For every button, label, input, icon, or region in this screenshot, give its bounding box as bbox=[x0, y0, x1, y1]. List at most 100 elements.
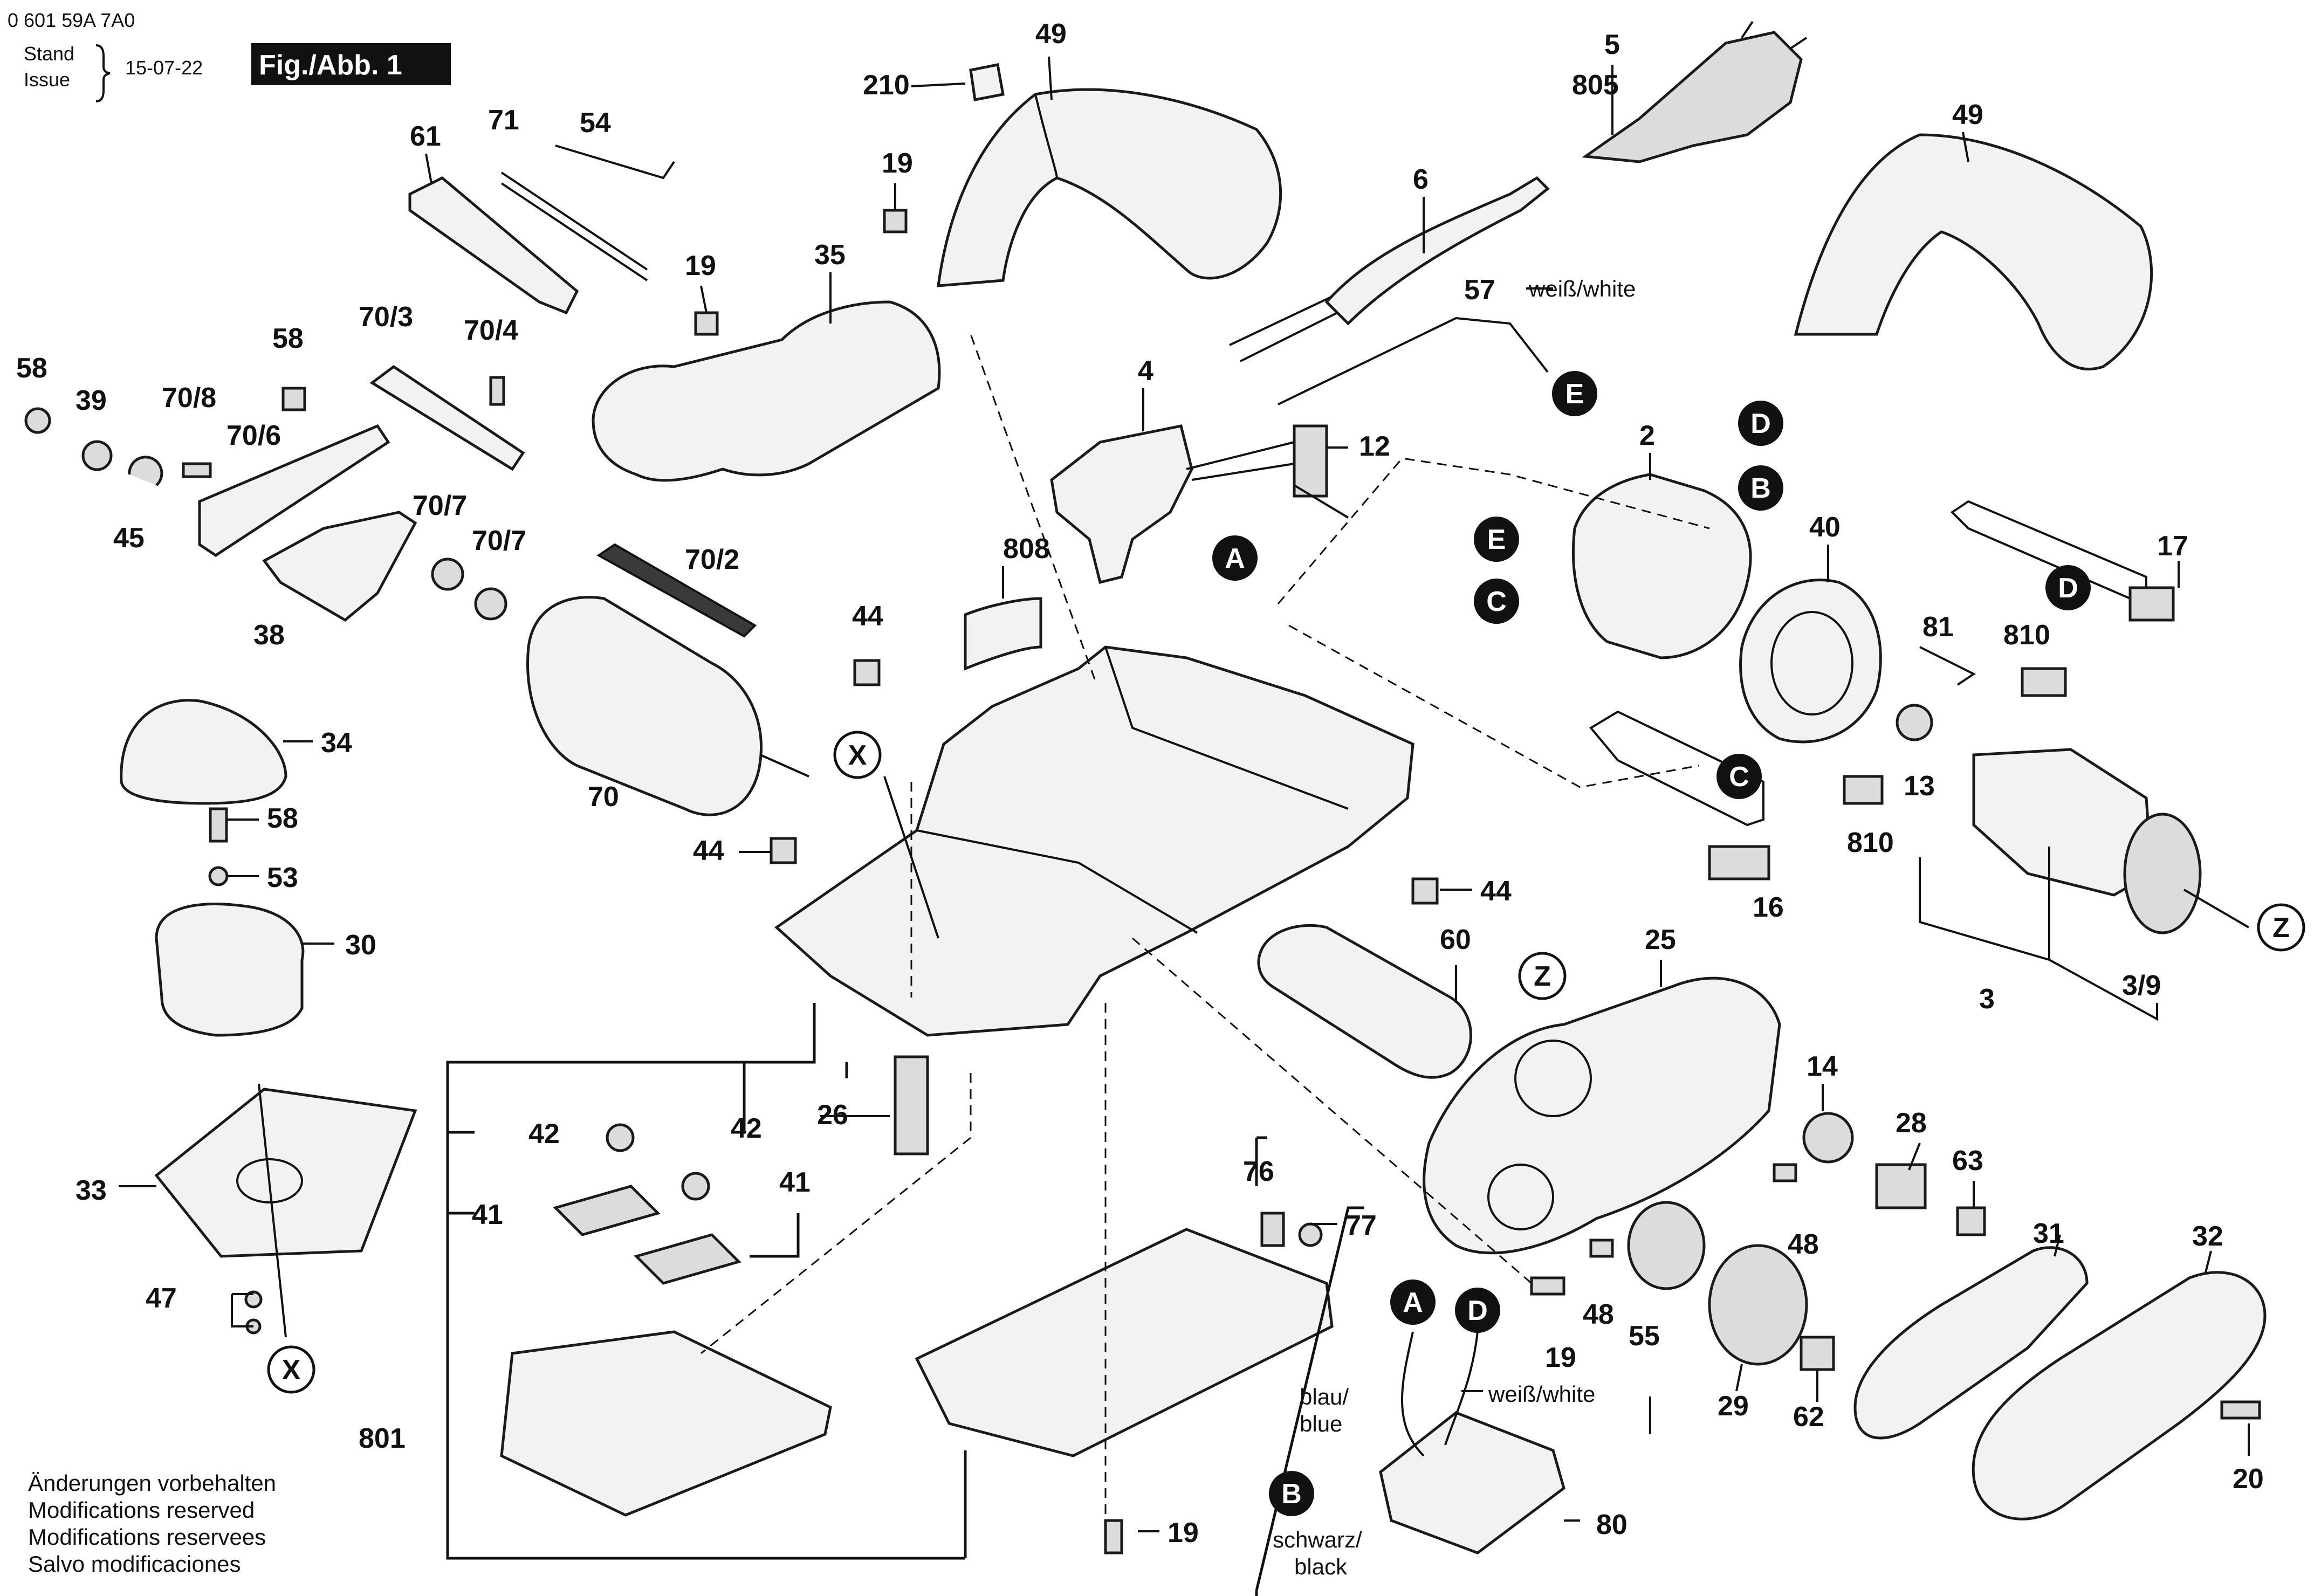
callout-702: 70/2 bbox=[685, 544, 739, 575]
callout-19a: 19 bbox=[882, 148, 913, 179]
stand-label: Stand bbox=[24, 43, 74, 65]
marker-z1: Z bbox=[2257, 903, 2305, 952]
leader-32 bbox=[2205, 1250, 2212, 1273]
handle-top-part bbox=[937, 88, 1282, 287]
handle-top-edge bbox=[1034, 94, 1058, 178]
callouts: 49 210 5 805 49 19 6 61 71 54 19 35 57 w… bbox=[16, 18, 2264, 1549]
bearing-13 bbox=[1896, 704, 1933, 741]
callout-40: 40 bbox=[1809, 512, 1841, 543]
screw-42a bbox=[606, 1123, 635, 1152]
washer-53 bbox=[208, 866, 229, 886]
leader-3 bbox=[1919, 847, 2158, 1021]
plug-pin-2 bbox=[1789, 37, 1808, 50]
figure-label: Fig./Abb. 1 bbox=[259, 50, 402, 81]
svg-text:Z: Z bbox=[1534, 961, 1551, 992]
belt-cover-25-part bbox=[1423, 976, 1781, 1255]
axis-dash-2 bbox=[1277, 457, 1710, 604]
callout-61: 61 bbox=[410, 121, 441, 152]
leader-31 bbox=[2054, 1234, 2061, 1257]
callout-14: 14 bbox=[1807, 1051, 1838, 1082]
marker-b2: B bbox=[1269, 1471, 1314, 1516]
pulley-28 bbox=[1875, 1163, 1927, 1209]
callout-77: 77 bbox=[1345, 1210, 1377, 1241]
brush-810b bbox=[1843, 775, 1884, 805]
callout-58a: 58 bbox=[16, 353, 47, 384]
armature-shaft bbox=[2183, 889, 2250, 928]
doc-number: 0 601 59A 7A0 bbox=[8, 9, 135, 31]
screw-58c bbox=[209, 807, 228, 843]
callout-30: 30 bbox=[345, 930, 376, 961]
callout-2: 2 bbox=[1639, 420, 1655, 451]
callout-71: 71 bbox=[488, 105, 519, 136]
belt-cover-hole bbox=[1487, 1164, 1554, 1230]
sole-plate-part bbox=[915, 1228, 1334, 1457]
svg-text:D: D bbox=[1467, 1295, 1488, 1326]
screw-704 bbox=[489, 376, 505, 406]
callout-28: 28 bbox=[1896, 1107, 1927, 1139]
callout-41a: 41 bbox=[472, 1199, 503, 1230]
svg-text:D: D bbox=[1750, 408, 1771, 439]
clip-41b bbox=[634, 1233, 741, 1285]
pulley-29 bbox=[1708, 1244, 1808, 1366]
callout-55: 55 bbox=[1629, 1320, 1660, 1352]
label-808-part bbox=[964, 597, 1042, 671]
marker-e2: E bbox=[1474, 517, 1519, 562]
axis-dash-1 bbox=[970, 334, 1096, 680]
bearing-55 bbox=[1627, 1201, 1706, 1290]
cover-32-part bbox=[1972, 1271, 2267, 1521]
lever-76 bbox=[1260, 1212, 1285, 1247]
marker-a1: A bbox=[1212, 535, 1258, 581]
tube-60-part bbox=[1257, 924, 1472, 1079]
blade-702-part bbox=[596, 543, 757, 638]
figure-label-box bbox=[251, 43, 451, 85]
screw-19c bbox=[1530, 1276, 1565, 1296]
axis-dash-6 bbox=[701, 1073, 972, 1354]
screw-19b bbox=[694, 311, 719, 336]
callout-20: 20 bbox=[2233, 1463, 2264, 1495]
svg-text:D: D bbox=[2058, 573, 2078, 604]
svg-text:X: X bbox=[848, 740, 867, 771]
callout-805: 805 bbox=[1572, 70, 1619, 101]
plate-210-part bbox=[969, 63, 1005, 101]
ring-40-part bbox=[1739, 579, 1882, 744]
clip-44a bbox=[853, 659, 881, 686]
brush-810a bbox=[2021, 667, 2067, 697]
parts bbox=[24, 20, 2267, 1554]
callout-41b: 41 bbox=[779, 1167, 811, 1198]
wire-label-schwarz: schwarz/ bbox=[1273, 1527, 1362, 1552]
leader-49b bbox=[1962, 132, 1969, 162]
callout-19d: 19 bbox=[1168, 1517, 1199, 1549]
wire-labels: blau/ blue weiß/white schwarz/ black bbox=[1273, 1381, 1595, 1579]
screw-58b bbox=[281, 387, 306, 411]
footer-line-1: Änderungen vorbehalten bbox=[28, 1470, 276, 1496]
wire-57 bbox=[1278, 317, 1549, 405]
axis-x-knob bbox=[258, 1083, 287, 1338]
wire-label-blue: blue bbox=[1300, 1411, 1342, 1436]
clip-81 bbox=[1919, 646, 1976, 686]
terminal-12 bbox=[1293, 424, 1328, 498]
plug-pin-1 bbox=[1741, 20, 1754, 39]
housing-edge-1 bbox=[916, 829, 1198, 934]
armature-fan bbox=[2123, 813, 2202, 934]
footer-line-2: Modifications reserved bbox=[28, 1497, 255, 1523]
callout-81: 81 bbox=[1922, 611, 1954, 643]
issue-label: Issue bbox=[24, 68, 70, 91]
header: 0 601 59A 7A0 Stand Issue 15-07-22 Fig./… bbox=[8, 9, 451, 102]
callout-12: 12 bbox=[1359, 431, 1390, 462]
callout-44a: 44 bbox=[852, 601, 883, 632]
callout-801: 801 bbox=[359, 1423, 406, 1454]
clip-45 bbox=[128, 456, 163, 486]
frame-76 bbox=[1255, 1136, 1364, 1591]
callout-44b: 44 bbox=[693, 835, 724, 866]
screw-19d bbox=[1104, 1519, 1123, 1554]
callout-33: 33 bbox=[75, 1175, 107, 1206]
belt-31-part bbox=[1853, 1246, 2089, 1440]
rail-703-part bbox=[369, 364, 525, 471]
wire-a-blue bbox=[1401, 1331, 1425, 1457]
ring-40-hole bbox=[1770, 611, 1853, 716]
callout-44c: 44 bbox=[1480, 876, 1512, 907]
marker-d2: D bbox=[2045, 565, 2091, 610]
depth-knob-30-part bbox=[155, 903, 305, 1037]
callout-707b: 70/7 bbox=[472, 525, 526, 556]
